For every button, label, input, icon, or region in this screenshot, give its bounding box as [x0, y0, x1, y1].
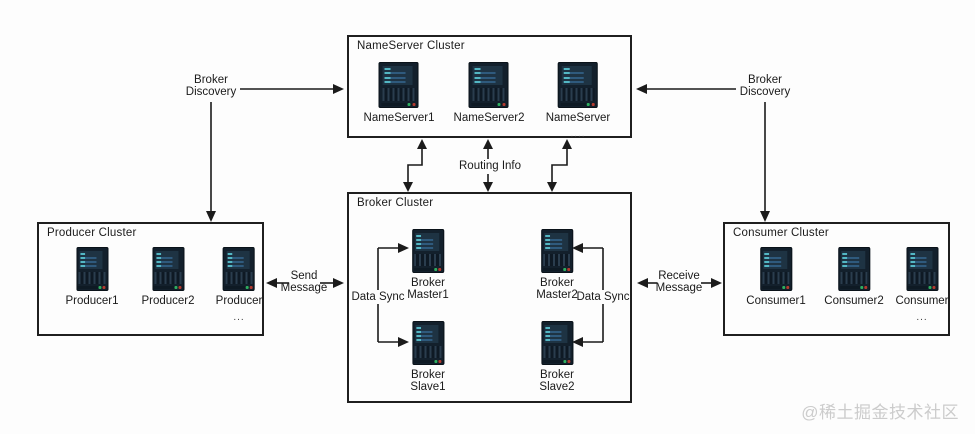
node-consumer1: Consumer1	[746, 247, 806, 307]
edge-broker-discovery-left	[206, 84, 344, 222]
server-icon	[152, 247, 184, 291]
watermark: @稀土掘金技术社区	[801, 403, 959, 422]
server-icon	[540, 321, 573, 365]
server-icon	[837, 247, 870, 291]
server-icon	[558, 62, 598, 108]
node-label: Consumer	[895, 295, 949, 307]
node-label: Consumer1	[746, 295, 806, 307]
node-nameserver-more: NameServer ....	[545, 62, 611, 141]
node-producer2: Producer2	[141, 247, 195, 307]
server-icon	[378, 62, 419, 108]
server-icon	[76, 247, 108, 291]
consumer-cluster-title: Consumer Cluster	[733, 227, 829, 239]
node-label: NameServer	[545, 112, 611, 124]
server-icon	[906, 247, 938, 291]
edge-label-data-sync-right: Data Sync	[576, 291, 630, 303]
server-icon	[411, 321, 444, 365]
node-label: Producer	[215, 295, 263, 307]
server-icon	[759, 247, 792, 291]
node-label: Consumer2	[824, 295, 884, 307]
ellipsis: ...	[916, 312, 928, 324]
edge-broker-discovery-right	[636, 84, 770, 222]
server-icon	[222, 247, 255, 291]
edge-routing-info-right	[547, 139, 572, 192]
node-nameserver2: NameServer2	[453, 62, 525, 124]
node-label: NameServer1	[363, 112, 435, 124]
server-icon	[540, 229, 573, 273]
node-nameserver1: NameServer1	[363, 62, 435, 124]
producer-cluster-title: Producer Cluster	[47, 227, 137, 239]
node-label: Producer1	[65, 295, 119, 307]
node-consumer2: Consumer2	[824, 247, 884, 307]
node-producer-more: Producer ...	[215, 247, 263, 324]
node-producer1: Producer1	[65, 247, 119, 307]
node-consumer-more: Consumer ...	[895, 247, 949, 324]
server-icon	[468, 62, 509, 108]
edge-routing-info-left	[403, 139, 427, 192]
ellipsis: ...	[233, 312, 245, 324]
ellipsis: ....	[570, 129, 586, 141]
node-label: Producer2	[141, 295, 195, 307]
broker-cluster-title: Broker Cluster	[357, 197, 434, 209]
server-icon	[411, 229, 444, 273]
edge-label-data-sync-left: Data Sync	[351, 291, 405, 303]
nameserver-cluster-title: NameServer Cluster	[357, 40, 465, 52]
node-label: NameServer2	[453, 112, 525, 124]
broker-cluster-box: Broker Cluster	[347, 192, 632, 403]
edge-label-routing-info: Routing Info	[458, 160, 522, 172]
